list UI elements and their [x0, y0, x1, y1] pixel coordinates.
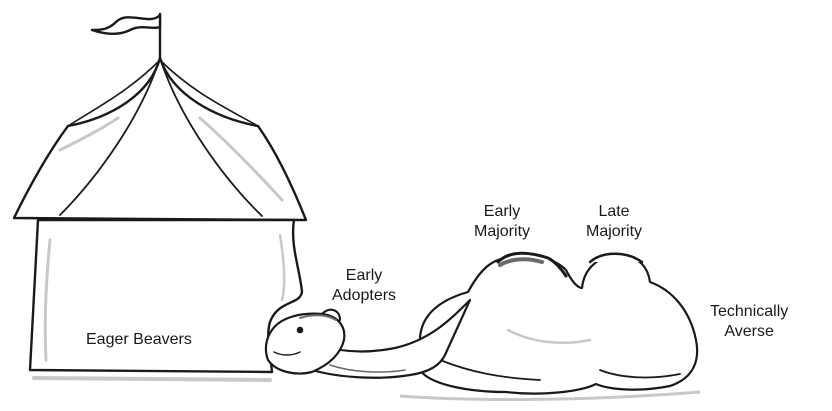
camel-body — [420, 256, 697, 394]
camel — [266, 253, 697, 393]
rear-hump-fur — [590, 254, 642, 262]
late-majority-line1: Late — [586, 202, 642, 222]
technically-averse-line2: Averse — [710, 322, 788, 342]
early-adopters-line2: Adopters — [332, 286, 396, 306]
tent-ground-shadow — [34, 378, 270, 380]
label-technically-averse: Technically Averse — [710, 302, 788, 342]
label-early-majority: Early Majority — [474, 202, 530, 242]
late-majority-line2: Majority — [586, 222, 642, 242]
early-majority-line1: Early — [474, 202, 530, 222]
flag — [92, 15, 160, 34]
early-majority-line2: Majority — [474, 222, 530, 242]
label-early-adopters: Early Adopters — [332, 266, 396, 306]
early-adopters-line1: Early — [332, 266, 396, 286]
tent — [14, 14, 306, 380]
technically-averse-line1: Technically — [710, 302, 788, 322]
eager-beavers-text: Eager Beavers — [86, 330, 192, 350]
camel-eye — [298, 328, 302, 332]
label-late-majority: Late Majority — [586, 202, 642, 242]
label-eager-beavers: Eager Beavers — [86, 330, 192, 350]
tent-roof — [14, 58, 306, 220]
